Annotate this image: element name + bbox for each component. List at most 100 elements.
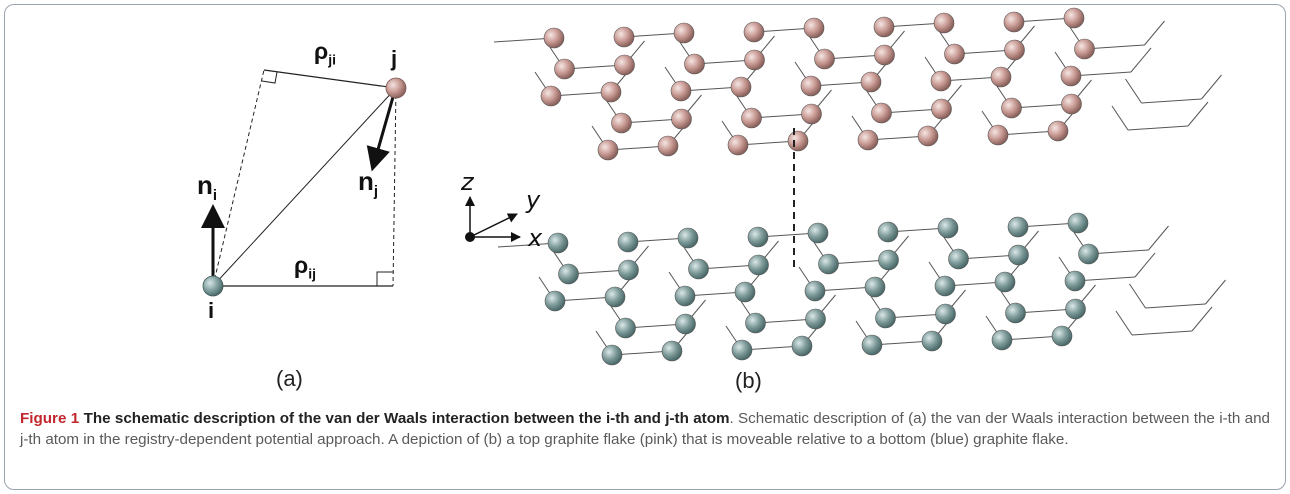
top-atom xyxy=(673,22,695,44)
bottom-atom xyxy=(807,222,829,244)
top-atom xyxy=(743,21,765,43)
bottom-atom xyxy=(748,254,769,276)
axis-y-label: y xyxy=(526,186,541,214)
bottom-atom xyxy=(791,335,813,357)
axis-z-label: z xyxy=(461,168,474,196)
bottom-atom xyxy=(745,312,766,334)
top-atom xyxy=(857,129,879,151)
bottom-atom xyxy=(734,281,756,303)
bottom-atom xyxy=(1067,212,1089,234)
top-atom xyxy=(1047,120,1069,142)
top-atom xyxy=(801,103,822,125)
normal-j-label: nj xyxy=(358,166,379,201)
top-atom xyxy=(1004,39,1025,61)
right-angle-marker-top xyxy=(261,71,278,84)
bottom-atom xyxy=(558,263,579,285)
top-atom xyxy=(543,27,565,49)
bottom-atom xyxy=(818,253,839,275)
top-atom xyxy=(931,98,952,120)
top-atom xyxy=(814,48,835,70)
panel-a-label: (a) xyxy=(276,366,303,391)
bottom-atom xyxy=(1008,244,1029,266)
top-atom xyxy=(787,130,809,152)
bottom-flake xyxy=(497,212,1226,366)
caption-figure-number: Figure 1 xyxy=(20,410,80,427)
top-atom xyxy=(613,26,635,48)
bottom-atom xyxy=(861,334,883,356)
bottom-atom xyxy=(805,308,826,330)
right-angle-marker-bottom xyxy=(376,271,393,286)
bottom-atom xyxy=(1007,216,1029,238)
axis-x-label: x xyxy=(528,224,543,252)
bottom-atom xyxy=(804,280,826,302)
bottom-atom xyxy=(617,231,639,253)
top-atom xyxy=(1001,97,1022,119)
caption-title: The schematic description of the van der… xyxy=(83,410,730,427)
bottom-atom xyxy=(1005,302,1026,324)
bottom-atom xyxy=(601,344,623,366)
bottom-atom xyxy=(675,313,696,335)
bottom-atom xyxy=(1064,270,1086,292)
top-atom xyxy=(611,112,632,134)
bottom-atom xyxy=(935,303,956,325)
bottom-atom xyxy=(937,217,959,239)
rho-ji-label: ρji xyxy=(314,38,337,68)
top-atom xyxy=(1060,65,1082,87)
figure-caption: Figure 1 The schematic description of th… xyxy=(20,408,1270,450)
top-atom xyxy=(933,12,955,34)
top-atom xyxy=(554,58,575,80)
top-atom xyxy=(671,108,692,130)
top-atom xyxy=(727,134,749,156)
axis-origin xyxy=(465,232,475,242)
dashed-line-i-to-foot xyxy=(212,69,265,287)
bottom-atom xyxy=(674,285,696,307)
top-atom xyxy=(744,49,765,71)
top-atom xyxy=(987,124,1009,146)
bottom-atom xyxy=(934,275,956,297)
dashed-line-j-vertical xyxy=(392,87,397,287)
top-atom xyxy=(597,139,619,161)
top-atom xyxy=(944,43,965,65)
atom-j xyxy=(385,77,407,99)
bottom-atom xyxy=(677,227,699,249)
bottom-atom xyxy=(547,232,569,254)
top-atom xyxy=(600,81,622,103)
top-atom xyxy=(860,71,882,93)
top-atom xyxy=(657,135,679,157)
line-i-to-j xyxy=(212,87,397,287)
bottom-atom xyxy=(948,248,969,270)
top-atom xyxy=(990,66,1012,88)
normal-i-label: ni xyxy=(197,170,218,205)
top-atom xyxy=(873,16,895,38)
top-atom xyxy=(614,54,635,76)
top-atom xyxy=(917,125,939,147)
top-atom xyxy=(670,80,692,102)
axis-y-arrow xyxy=(469,213,518,238)
bottom-atom xyxy=(878,249,899,271)
bottom-atom xyxy=(991,329,1013,351)
bottom-atom xyxy=(1065,298,1086,320)
top-atom xyxy=(1063,7,1085,29)
bottom-atom xyxy=(731,339,753,361)
bottom-atom xyxy=(747,226,769,248)
top-atom xyxy=(684,53,705,75)
top-flake xyxy=(493,7,1222,161)
bottom-atom xyxy=(877,221,899,243)
normal-vector-j xyxy=(366,89,397,172)
bottom-atom xyxy=(544,290,566,312)
bottom-atom xyxy=(615,317,636,339)
top-atom xyxy=(730,76,752,98)
top-atom xyxy=(871,102,892,124)
atom-i-label: i xyxy=(208,298,215,323)
top-atom xyxy=(1074,38,1095,60)
top-atom xyxy=(930,70,952,92)
top-atom xyxy=(800,75,822,97)
bottom-atom xyxy=(661,340,683,362)
atom-i xyxy=(202,275,224,297)
line-rho-ji xyxy=(263,69,397,89)
bottom-atom xyxy=(618,259,639,281)
bottom-atom xyxy=(1078,243,1099,265)
top-atom xyxy=(1003,11,1025,33)
